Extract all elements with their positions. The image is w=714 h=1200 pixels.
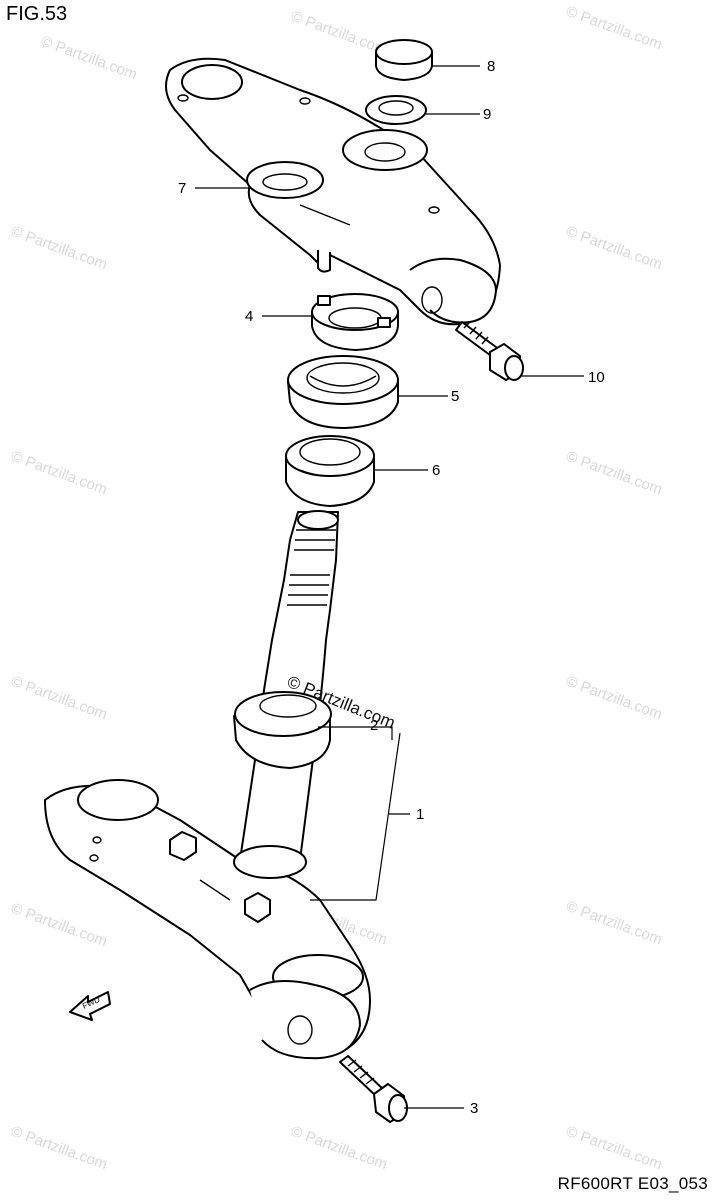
leader-lines — [195, 65, 584, 1109]
callout-10: 10 — [588, 369, 605, 386]
callout-5: 5 — [451, 388, 459, 405]
fwd-direction-arrow: FWD — [69, 991, 111, 1021]
part-4-nut — [311, 293, 399, 351]
part-8-cap — [375, 39, 433, 81]
watermark: © Partzilla.com — [564, 223, 665, 274]
watermark: © Partzilla.com — [564, 448, 665, 499]
callout-7: 7 — [178, 180, 186, 197]
callout-1: 1 — [416, 806, 424, 823]
callout-4: 4 — [245, 308, 253, 325]
watermark: © Partzilla.com — [564, 1123, 665, 1174]
part-7-upper-bracket — [165, 57, 501, 326]
part-6-bearing — [285, 435, 375, 507]
part-3-bolt — [339, 1055, 408, 1123]
watermark: © Partzilla.com — [9, 448, 110, 499]
callout-2: 2 — [370, 717, 378, 734]
figure-code: RF600RT E03_053 — [557, 1174, 708, 1193]
callout-3: 3 — [470, 1100, 478, 1117]
part-5-bearing — [287, 355, 399, 429]
watermark: © Partzilla.com — [289, 8, 390, 59]
watermark: © Partzilla.com — [9, 223, 110, 274]
part-10-bolt — [455, 321, 524, 381]
figure-title: FIG.53 — [6, 3, 68, 25]
callout-9: 9 — [483, 106, 491, 123]
watermark: © Partzilla.com — [564, 673, 665, 724]
watermark: © Partzilla.com — [9, 673, 110, 724]
watermark: © Partzilla.com — [289, 1123, 390, 1174]
callout-8: 8 — [487, 58, 495, 75]
watermark: © Partzilla.com — [564, 3, 665, 54]
watermark: © Partzilla.com — [564, 898, 665, 949]
callout-6: 6 — [432, 462, 440, 479]
part-9-washer — [365, 95, 427, 125]
part-1-steering-stem — [44, 510, 371, 1060]
watermark: © Partzilla.com — [9, 1123, 110, 1174]
watermark: © Partzilla.com — [9, 900, 110, 951]
watermark: © Partzilla.com — [39, 33, 140, 84]
